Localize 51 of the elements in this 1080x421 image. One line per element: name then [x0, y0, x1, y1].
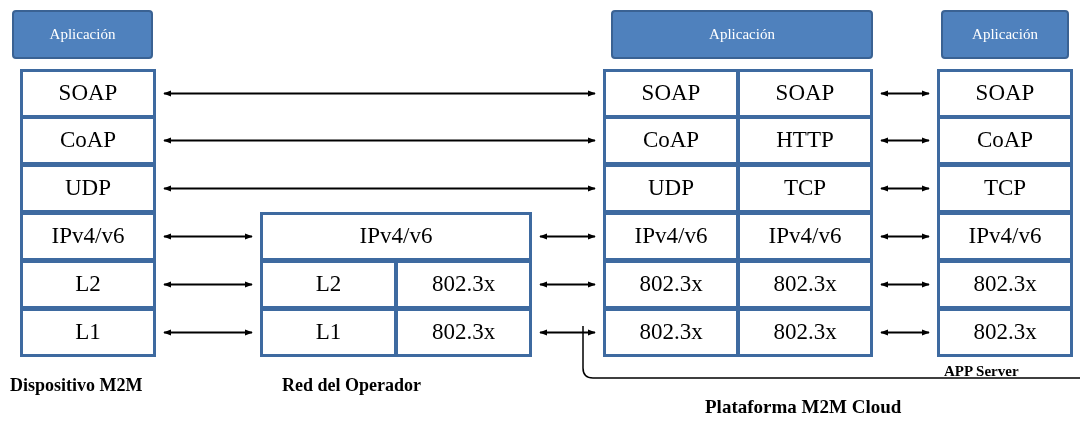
double-arrow: [163, 281, 253, 288]
protocol-layer-cell: TCP: [937, 164, 1073, 213]
protocol-layer-cell: UDP: [603, 164, 739, 213]
application-layer-box: Aplicación: [611, 10, 873, 59]
protocol-layer-cell: 802.3x: [937, 308, 1073, 357]
double-arrow: [880, 185, 930, 192]
protocol-layer-cell: CoAP: [20, 116, 156, 165]
protocol-layer-cell: UDP: [20, 164, 156, 213]
protocol-layer-cell: 802.3x: [937, 260, 1073, 309]
stack-caption: APP Server: [944, 362, 1019, 381]
protocol-layer-cell: L2: [20, 260, 156, 309]
double-arrow: [163, 90, 596, 97]
application-layer-box: Aplicación: [12, 10, 153, 59]
protocol-layer-cell: L1: [260, 308, 397, 357]
double-arrow: [163, 233, 253, 240]
double-arrow: [880, 137, 930, 144]
protocol-layer-cell: 802.3x: [395, 308, 532, 357]
protocol-layer-cell: IPv4/v6: [20, 212, 156, 261]
protocol-layer-cell: L2: [260, 260, 397, 309]
protocol-layer-cell: IPv4/v6: [737, 212, 873, 261]
protocol-layer-cell: IPv4/v6: [603, 212, 739, 261]
stack-caption: Plataforma M2M Cloud: [705, 395, 902, 419]
protocol-layer-cell: HTTP: [737, 116, 873, 165]
double-arrow: [539, 329, 596, 336]
double-arrow: [539, 233, 596, 240]
protocol-layer-cell: 802.3x: [737, 260, 873, 309]
stack-caption: Red del Operador: [282, 374, 421, 397]
protocol-layer-cell: SOAP: [737, 69, 873, 118]
double-arrow: [539, 281, 596, 288]
protocol-layer-cell: 802.3x: [395, 260, 532, 309]
protocol-layer-cell: SOAP: [20, 69, 156, 118]
stack-caption: Dispositivo M2M: [10, 374, 143, 397]
protocol-layer-cell: TCP: [737, 164, 873, 213]
protocol-layer-cell: CoAP: [937, 116, 1073, 165]
double-arrow: [880, 233, 930, 240]
protocol-layer-cell: 802.3x: [603, 260, 739, 309]
double-arrow: [163, 137, 596, 144]
protocol-layer-cell: IPv4/v6: [260, 212, 532, 261]
double-arrow: [163, 185, 596, 192]
protocol-layer-cell: SOAP: [603, 69, 739, 118]
application-layer-box: Aplicación: [941, 10, 1069, 59]
protocol-layer-cell: L1: [20, 308, 156, 357]
protocol-layer-cell: SOAP: [937, 69, 1073, 118]
double-arrow: [163, 329, 253, 336]
protocol-layer-cell: IPv4/v6: [937, 212, 1073, 261]
double-arrow: [880, 329, 930, 336]
double-arrow: [880, 281, 930, 288]
protocol-layer-cell: 802.3x: [737, 308, 873, 357]
protocol-layer-cell: CoAP: [603, 116, 739, 165]
protocol-layer-cell: 802.3x: [603, 308, 739, 357]
double-arrow: [880, 90, 930, 97]
